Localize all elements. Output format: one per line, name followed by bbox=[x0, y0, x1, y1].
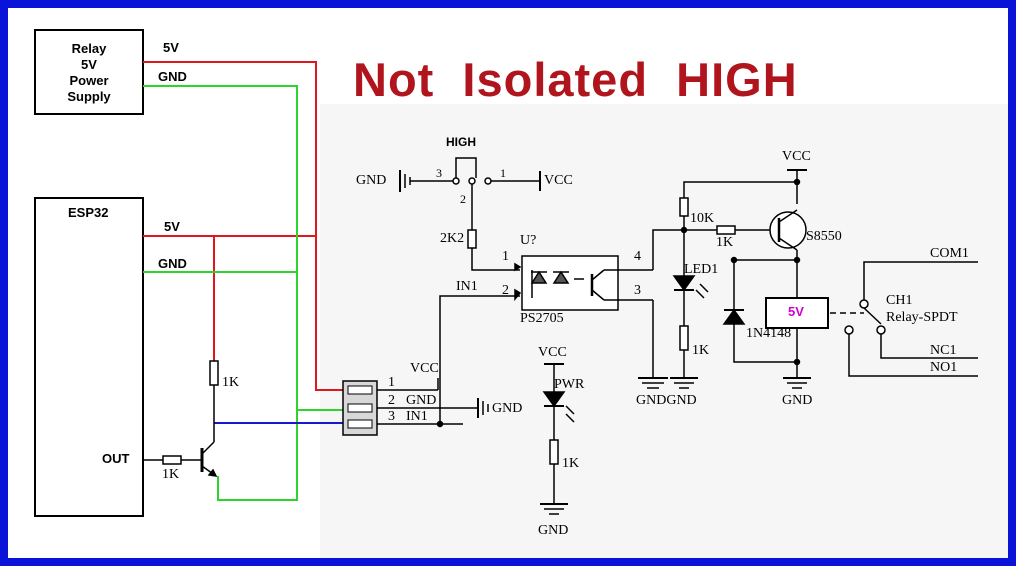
opto-pin2: 2 bbox=[502, 283, 509, 298]
connector-pin2-name: GND bbox=[406, 393, 437, 408]
jumper-pin3: 3 bbox=[436, 166, 442, 180]
relay-ch-label: CH1 bbox=[886, 293, 913, 308]
diagram-frame: Not Isolated HIGH Relay 5V Power Supply … bbox=[8, 8, 1008, 558]
opto-pin3: 3 bbox=[634, 283, 641, 298]
pwr-led-gnd: GND bbox=[538, 523, 569, 538]
driver-transistor bbox=[143, 360, 219, 477]
jumper-pin1: 1 bbox=[500, 166, 506, 180]
relay-gnd-pair-label: GNDGND bbox=[636, 393, 697, 408]
relay-no-label: NO1 bbox=[930, 360, 958, 375]
jumper-gnd-label: GND bbox=[356, 173, 387, 188]
green-wires bbox=[143, 85, 346, 501]
connector-pin3-num: 3 bbox=[388, 409, 395, 424]
pwr-led-name: PWR bbox=[554, 377, 585, 392]
opto-pin1: 1 bbox=[502, 249, 509, 264]
driver-base-resistor-label: 1K bbox=[162, 467, 180, 482]
opto-part-label: PS2705 bbox=[520, 311, 564, 326]
opto-pin4: 4 bbox=[634, 249, 641, 264]
jumper-pin2: 2 bbox=[460, 192, 466, 206]
esp32-5v-label: 5V bbox=[164, 219, 180, 234]
relay-transistor-label: S8550 bbox=[806, 229, 842, 244]
opto-series-resistor-label: 2K2 bbox=[440, 231, 465, 246]
jumper-header bbox=[399, 157, 541, 271]
relay-nc-label: NC1 bbox=[930, 343, 957, 358]
power-supply-label: Relay 5V Power Supply bbox=[35, 41, 143, 105]
jumper-high-label: HIGH bbox=[446, 135, 476, 149]
psu-5v-label: 5V bbox=[163, 40, 179, 55]
relay-r-base-label: 1K bbox=[716, 235, 734, 250]
pwr-led-resistor: 1K bbox=[562, 456, 580, 471]
psu-gnd-label: GND bbox=[158, 69, 187, 84]
optocoupler bbox=[514, 229, 684, 389]
connector-pin3-name: IN1 bbox=[406, 409, 428, 424]
esp32-label: ESP32 bbox=[68, 205, 109, 220]
pwr-led-vcc: VCC bbox=[538, 345, 567, 360]
relay-gnd-coil-label: GND bbox=[782, 393, 813, 408]
connector-pin1-num: 1 bbox=[388, 375, 395, 390]
connector-pin2-num: 2 bbox=[388, 393, 395, 408]
power-supply-line-2: 5V bbox=[81, 57, 97, 72]
schematic-background bbox=[320, 104, 1008, 558]
pwr-led bbox=[540, 363, 575, 515]
opto-in-label: IN1 bbox=[456, 279, 478, 294]
relay-diode-label: 1N4148 bbox=[746, 326, 792, 341]
relay-com-label: COM1 bbox=[930, 246, 969, 261]
relay-coil-label: 5V bbox=[788, 304, 804, 319]
connector-gnd-label: GND bbox=[492, 401, 523, 416]
power-supply-line-3: Power bbox=[69, 73, 109, 88]
esp32-box bbox=[34, 197, 144, 517]
opto-ref-label: U? bbox=[520, 233, 537, 248]
connector-pin1-name: VCC bbox=[410, 361, 439, 376]
connector-wires bbox=[377, 295, 520, 428]
relay-type-label: Relay-SPDT bbox=[886, 310, 958, 325]
relay-vcc-label: VCC bbox=[782, 149, 811, 164]
esp32-out-label: OUT bbox=[102, 451, 130, 466]
relay-led-label: LED1 bbox=[684, 262, 719, 277]
schematic bbox=[34, 29, 1008, 558]
driver-pullup-label: 1K bbox=[222, 375, 240, 390]
red-wires bbox=[143, 61, 346, 391]
jumper-vcc-label: VCC bbox=[544, 173, 573, 188]
power-supply-box bbox=[34, 29, 144, 115]
power-supply-line-4: Supply bbox=[67, 89, 111, 104]
connector-header bbox=[342, 380, 378, 436]
relay-stage bbox=[670, 169, 978, 389]
relay-led-resistor-label: 1K bbox=[692, 343, 710, 358]
diagram-title: Not Isolated HIGH bbox=[353, 53, 798, 106]
relay-r-pullup-label: 10K bbox=[690, 211, 715, 226]
esp32-gnd-label: GND bbox=[158, 256, 187, 271]
power-supply-line-1: Relay bbox=[71, 41, 107, 56]
